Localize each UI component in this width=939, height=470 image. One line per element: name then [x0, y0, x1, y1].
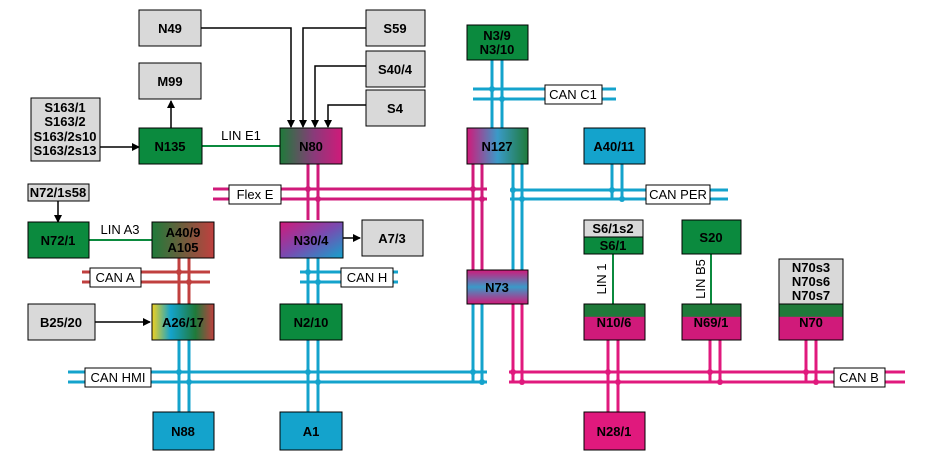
svg-text:N70s3: N70s3	[792, 260, 830, 275]
svg-text:N127: N127	[481, 139, 512, 154]
bus-label-can-h: CAN H	[340, 267, 394, 288]
svg-text:S40/4: S40/4	[378, 62, 413, 77]
svg-text:S4: S4	[387, 101, 404, 116]
link-label-lin-1: LIN 1	[594, 263, 609, 294]
node-n69-1: N69/1	[681, 303, 742, 341]
node-n73: N73	[466, 269, 529, 305]
node-n70s-group: N70s3 N70s6 N70s7	[778, 258, 844, 305]
svg-text:N73: N73	[485, 280, 509, 295]
node-n28-1: N28/1	[583, 411, 646, 451]
svg-text:B25/20: B25/20	[40, 315, 82, 330]
svg-text:N70s6: N70s6	[792, 274, 830, 289]
node-n3: N3/9 N3/10	[466, 24, 529, 61]
svg-text:A7/3: A7/3	[378, 231, 405, 246]
node-n30-4: N30/4	[279, 221, 344, 259]
svg-text:N72/1: N72/1	[41, 233, 76, 248]
bus-label-can-per: CAN PER	[645, 184, 711, 205]
node-s163-group: S163/1 S163/2 S163/2s10 S163/2s13	[30, 97, 101, 162]
bus-label-can-b: CAN B	[833, 367, 886, 388]
node-s20: S20	[681, 219, 742, 255]
svg-text:N69/1: N69/1	[694, 315, 729, 330]
svg-text:S6/1s2: S6/1s2	[592, 221, 633, 236]
svg-text:A26/17: A26/17	[162, 315, 204, 330]
svg-text:M99: M99	[157, 74, 182, 89]
svg-text:N30/4: N30/4	[294, 233, 329, 248]
svg-text:CAN HMI: CAN HMI	[91, 370, 146, 385]
svg-text:N80: N80	[299, 139, 323, 154]
svg-text:S59: S59	[383, 21, 406, 36]
svg-text:A40/9: A40/9	[166, 225, 201, 240]
node-n2-10: N2/10	[279, 303, 343, 341]
bus-label-flex-e: Flex E	[228, 184, 282, 205]
svg-text:N72/1s58: N72/1s58	[30, 185, 86, 200]
bus-label-can-a: CAN A	[89, 267, 142, 288]
bus-label-can-c1: CAN C1	[544, 84, 603, 105]
node-n135: N135	[138, 127, 203, 165]
node-n72-1s58: N72/1s58	[27, 183, 90, 202]
node-s6-1: S6/1	[583, 236, 644, 255]
svg-text:Flex E: Flex E	[237, 187, 274, 202]
node-a1: A1	[279, 411, 343, 451]
svg-text:N49: N49	[158, 21, 182, 36]
svg-text:CAN B: CAN B	[839, 370, 879, 385]
svg-text:N135: N135	[154, 139, 185, 154]
node-n88: N88	[152, 411, 215, 451]
svg-text:N3/10: N3/10	[480, 42, 515, 57]
node-n80: N80	[279, 127, 343, 165]
node-a7-3: A7/3	[361, 219, 424, 257]
svg-text:S6/1: S6/1	[600, 238, 627, 253]
node-s40-4: S40/4	[365, 50, 426, 88]
svg-text:A1: A1	[303, 424, 320, 439]
bus-label-can-hmi: CAN HMI	[84, 367, 152, 388]
node-a26-17: A26/17	[151, 303, 215, 341]
node-n10-6: N10/6	[583, 303, 646, 341]
node-s4: S4	[365, 89, 426, 127]
junction-dots	[176, 86, 819, 385]
svg-text:N3/9: N3/9	[483, 28, 510, 43]
svg-text:S163/2s13: S163/2s13	[34, 143, 97, 158]
svg-text:N28/1: N28/1	[597, 424, 632, 439]
svg-text:S163/2s10: S163/2s10	[34, 129, 97, 144]
node-n70: N70	[778, 303, 844, 341]
svg-text:CAN PER: CAN PER	[649, 187, 707, 202]
link-label-lin-b5: LIN B5	[693, 259, 708, 299]
svg-text:S163/2: S163/2	[44, 114, 85, 129]
node-m99: M99	[138, 62, 202, 100]
link-label-lin-e1: LIN E1	[221, 128, 261, 143]
svg-text:N88: N88	[171, 424, 195, 439]
signal-arrows	[54, 27, 367, 326]
node-n72-1: N72/1	[27, 221, 90, 259]
node-n127: N127	[466, 127, 529, 165]
node-s6-1s2: S6/1s2	[583, 219, 644, 238]
node-a40-9: A40/9 A105	[151, 221, 215, 259]
node-b25-20: B25/20	[27, 303, 96, 341]
node-n49: N49	[138, 9, 202, 47]
svg-text:S163/1: S163/1	[44, 100, 85, 115]
svg-text:N2/10: N2/10	[294, 315, 329, 330]
link-label-lin-a3: LIN A3	[100, 222, 139, 237]
svg-text:S20: S20	[699, 230, 722, 245]
svg-text:N70: N70	[799, 315, 823, 330]
svg-text:CAN H: CAN H	[347, 270, 387, 285]
svg-text:CAN A: CAN A	[95, 270, 134, 285]
node-a40-11: A40/11	[583, 127, 646, 165]
svg-text:CAN C1: CAN C1	[549, 87, 597, 102]
svg-text:N10/6: N10/6	[597, 315, 632, 330]
svg-text:N70s7: N70s7	[792, 288, 830, 303]
node-s59: S59	[365, 9, 426, 47]
svg-text:A105: A105	[167, 240, 198, 255]
svg-text:A40/11: A40/11	[593, 139, 634, 154]
